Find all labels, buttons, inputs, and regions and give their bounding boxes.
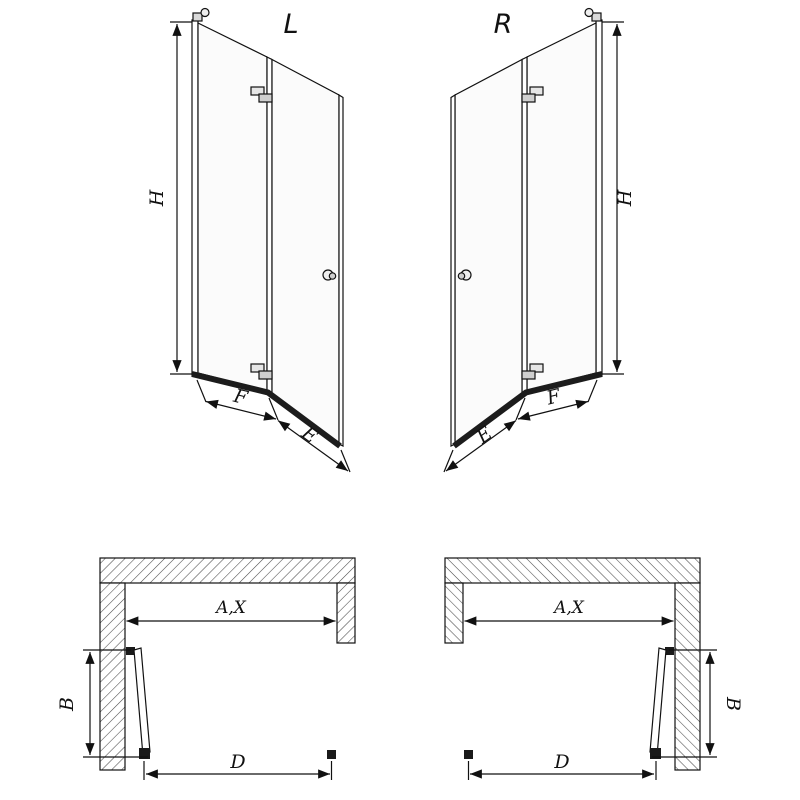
variant-label-left: L xyxy=(283,9,298,40)
width-dim-label-right: A,X xyxy=(552,598,585,618)
entry-dim-label-right: D xyxy=(553,751,569,773)
fold-depth-dim-label-left: B xyxy=(56,697,78,712)
variant-label-right: R xyxy=(494,9,513,40)
entry-dim-label-left: D xyxy=(229,751,245,773)
height-dim-label-left: H xyxy=(146,189,168,207)
fold-depth-dim-label-right: B xyxy=(722,696,744,711)
panel-f-dim-label-left: F xyxy=(230,385,250,410)
panel-f-dim-label-right: F xyxy=(544,385,564,410)
width-dim-label-left: A,X xyxy=(214,598,247,618)
height-dim-label-right: H xyxy=(614,189,636,207)
